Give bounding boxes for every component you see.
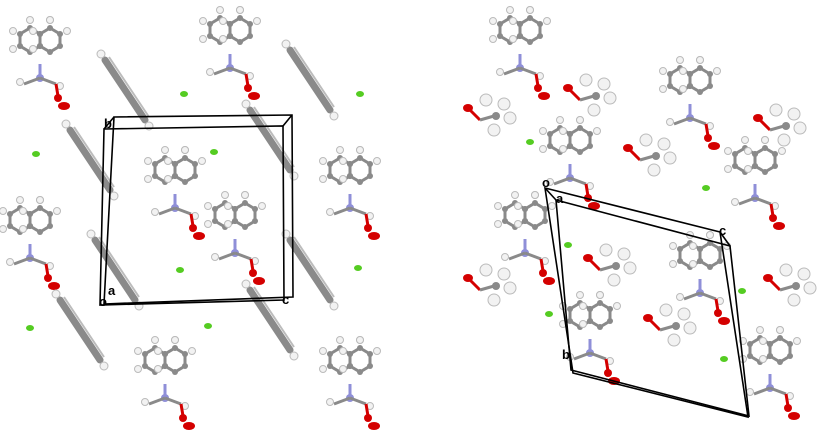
right-panel: o a c b <box>461 7 818 421</box>
axis-label-a-right: a <box>556 191 564 206</box>
unit-cell-right <box>544 186 750 419</box>
chloride-ions-right <box>526 139 746 362</box>
axis-label-origin-left: o <box>99 294 107 309</box>
axis-label-b-left: b <box>104 116 112 131</box>
axis-label-a-left: a <box>108 283 116 298</box>
chloride-ions-left <box>26 91 364 331</box>
molecules-right <box>461 7 818 421</box>
molecules-left <box>0 7 381 431</box>
axis-label-c-left: c <box>282 292 289 307</box>
unit-cell-left <box>99 114 294 306</box>
left-panel: b a o c <box>0 7 381 431</box>
axis-label-b-right: b <box>562 347 570 362</box>
axis-label-origin-right: o <box>542 175 550 190</box>
axis-label-c-right: c <box>719 223 726 238</box>
